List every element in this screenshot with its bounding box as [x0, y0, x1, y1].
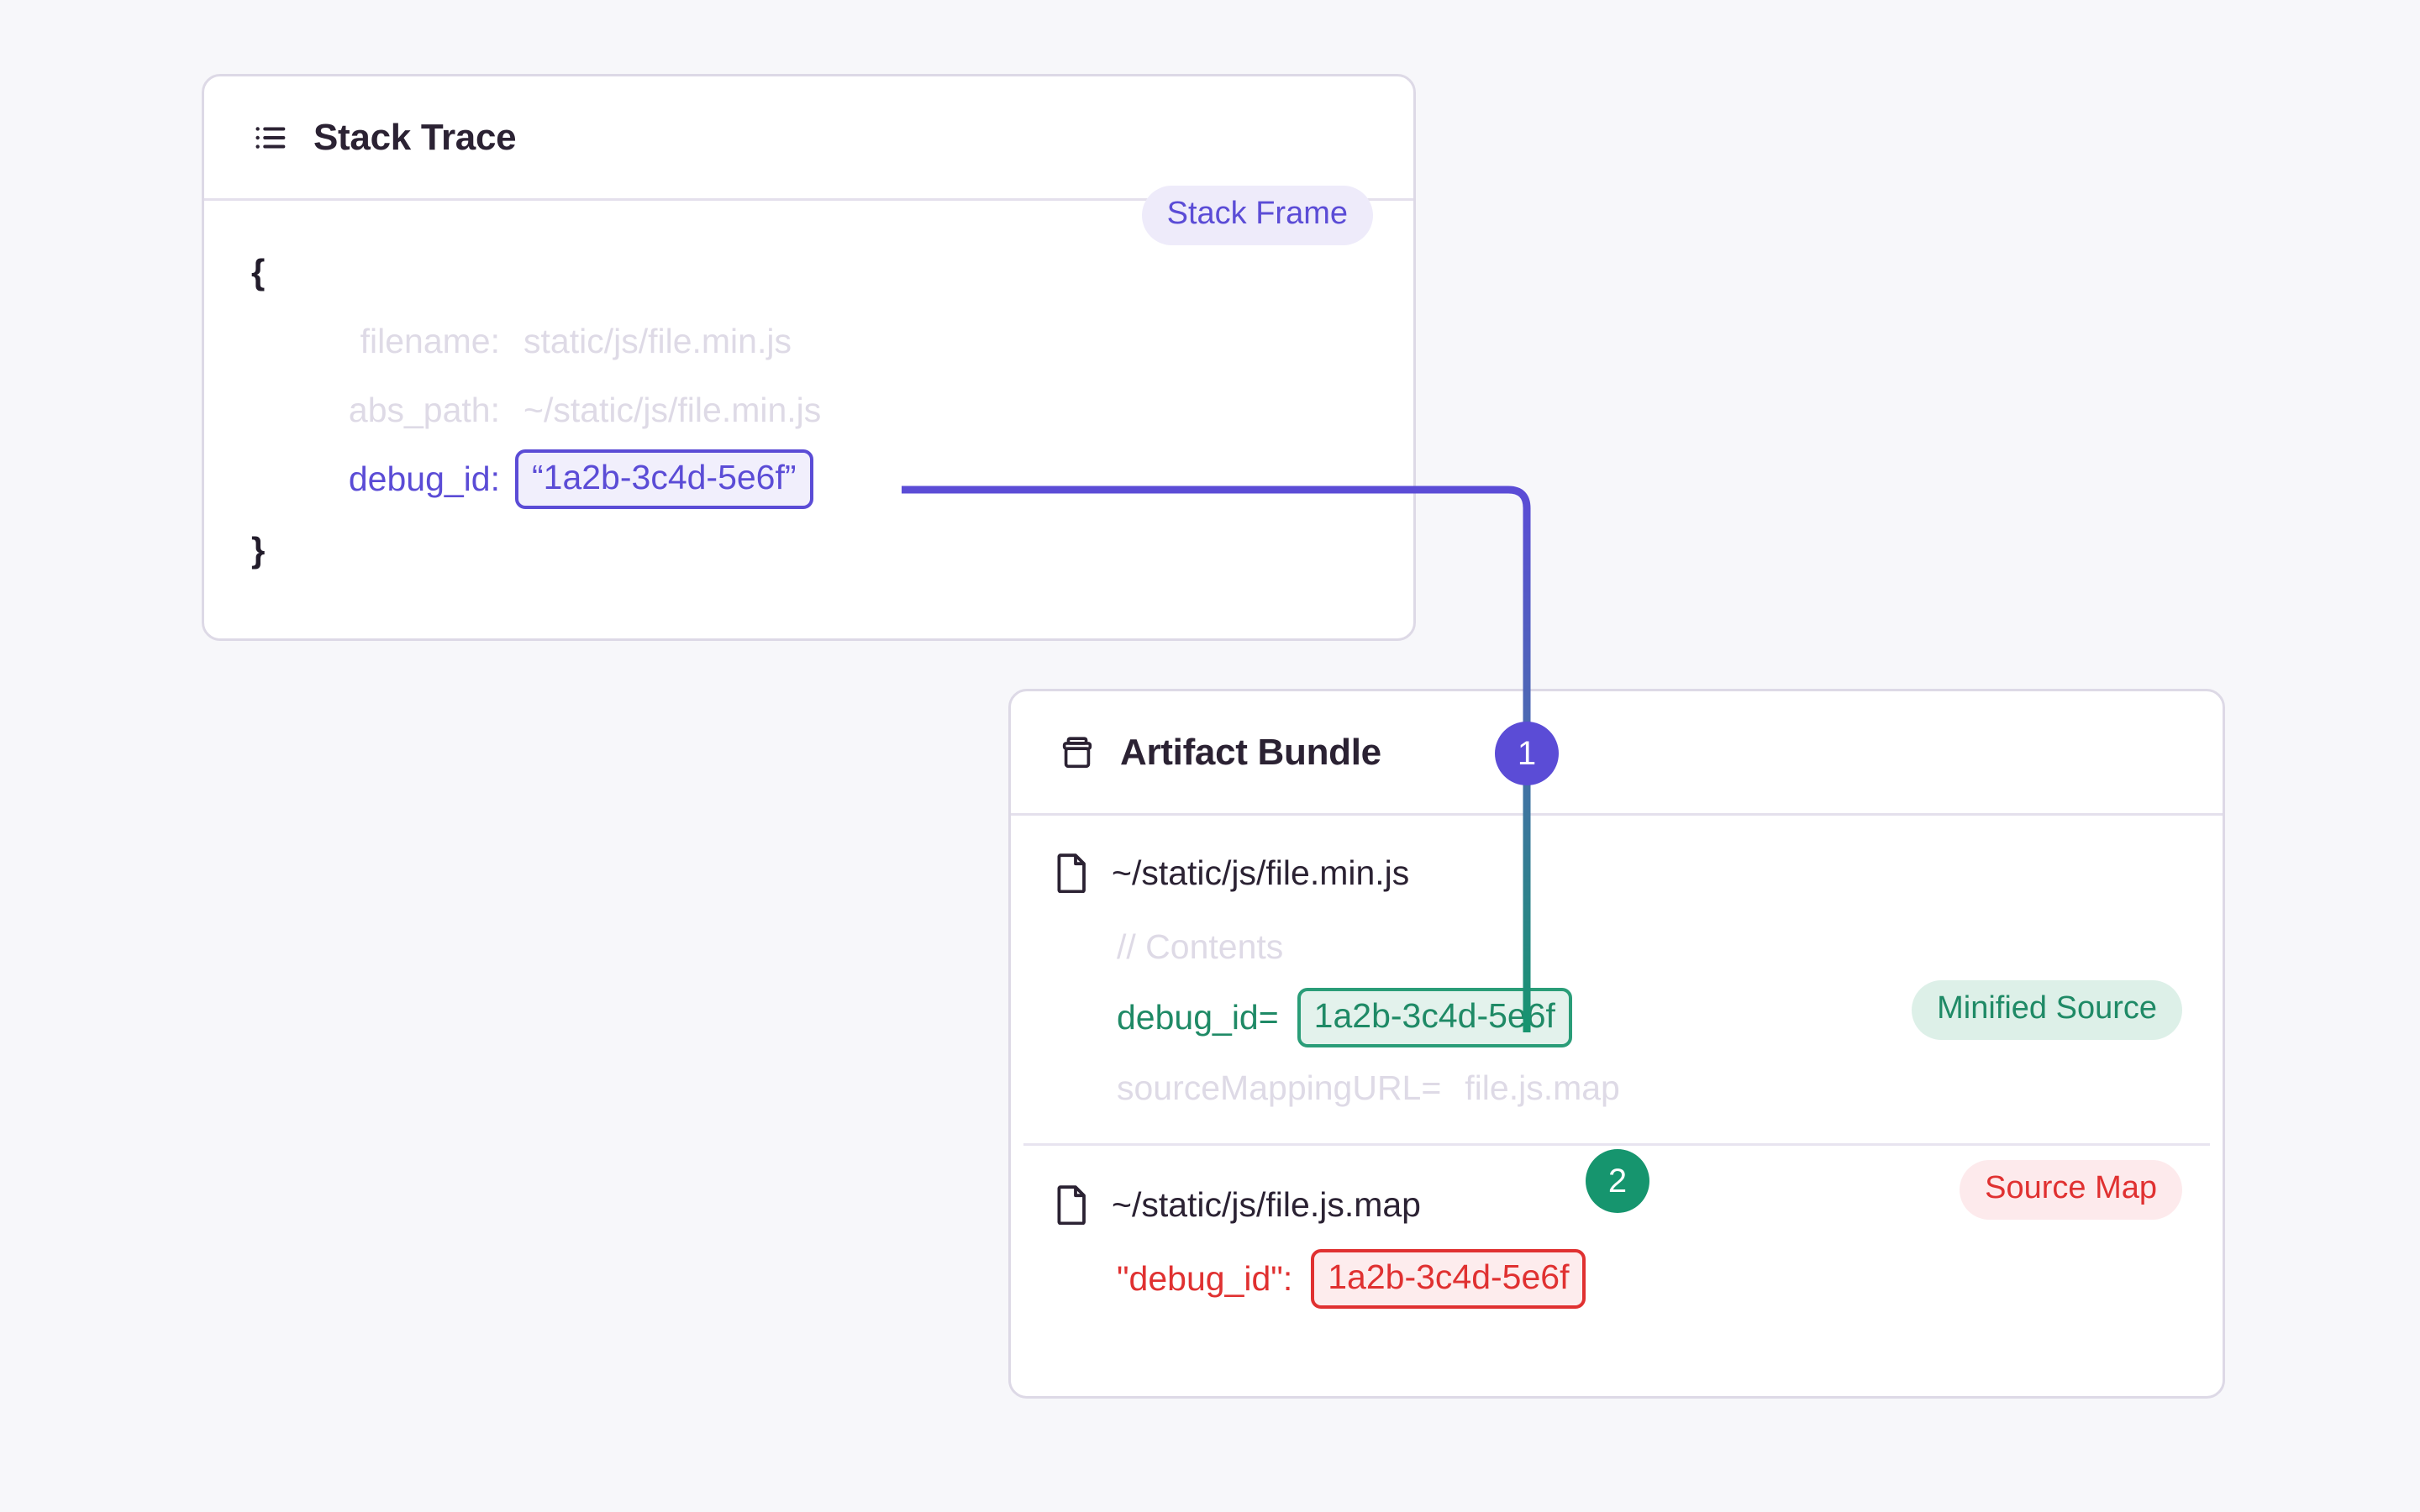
field-filename-value: static/js/file.min.js	[523, 321, 792, 360]
minified-sourcemappingurl-value: file.js.map	[1465, 1068, 1620, 1107]
step-badge-2-label: 2	[1607, 1162, 1628, 1200]
step-badge-2: 2	[1586, 1149, 1649, 1213]
minified-file-row: ~/static/js/file.min.js	[1011, 834, 2223, 911]
minified-file-name: ~/static/js/file.min.js	[1112, 853, 1410, 892]
minified-debug-id-chip[interactable]: 1a2b-3c4d-5e6f	[1297, 987, 1572, 1047]
field-filename-key: filename:	[360, 321, 500, 360]
sourcemap-debug-id-key: "debug_id":	[1117, 1258, 1293, 1298]
field-debug-id: debug_id: “1a2b-3c4d-5e6f”	[204, 444, 1413, 513]
minified-debug-id-key: debug_id=	[1117, 997, 1279, 1037]
source-map-section: ~/static/js/file.js.map "debug_id": 1a2b…	[1011, 1146, 2223, 1314]
bundle-icon	[1058, 733, 1097, 772]
source-map-badge: Source Map	[1960, 1160, 2182, 1220]
open-brace: {	[251, 252, 266, 291]
sourcemap-file-name: ~/static/js/file.js.map	[1112, 1184, 1421, 1224]
stacktrace-debug-id-chip[interactable]: “1a2b-3c4d-5e6f”	[515, 449, 813, 509]
field-filename: filename: static/js/file.min.js	[204, 307, 1413, 375]
field-abs-path: abs_path: ~/static/js/file.min.js	[204, 375, 1413, 444]
step-badge-1: 1	[1495, 722, 1559, 785]
field-abs-path-value: ~/static/js/file.min.js	[523, 390, 822, 429]
minified-contents-comment-text: // Contents	[1117, 927, 1284, 966]
minified-source-section: ~/static/js/file.min.js // Contents debu…	[1011, 816, 2223, 1146]
stack-trace-title: Stack Trace	[313, 116, 517, 158]
minified-sourcemappingurl-key: sourceMappingURL=	[1117, 1068, 1442, 1107]
sourcemap-file-row: ~/static/js/file.js.map	[1011, 1166, 2223, 1243]
minified-contents-comment: // Contents	[1011, 911, 2223, 982]
artifact-bundle-header: Artifact Bundle	[1011, 691, 2223, 816]
artifact-bundle-card: Artifact Bundle ~/static/js/file.min.js …	[1008, 689, 2225, 1399]
list-icon	[251, 118, 290, 157]
close-brace: }	[251, 530, 266, 570]
artifact-bundle-title: Artifact Bundle	[1120, 731, 1381, 773]
stack-trace-body: { filename: static/js/file.min.js abs_pa…	[204, 201, 1413, 587]
sourcemap-debug-id-chip[interactable]: 1a2b-3c4d-5e6f	[1311, 1248, 1586, 1309]
file-icon	[1055, 853, 1090, 893]
stack-trace-header: Stack Trace	[204, 76, 1413, 201]
file-icon	[1055, 1184, 1090, 1225]
field-abs-path-key: abs_path:	[348, 390, 500, 429]
stack-trace-card: Stack Trace { filename: static/js/file.m…	[202, 74, 1416, 641]
close-brace-line: }	[204, 513, 1413, 587]
step-badge-1-label: 1	[1517, 734, 1537, 772]
sourcemap-debug-id-line: "debug_id": 1a2b-3c4d-5e6f	[1011, 1243, 2223, 1314]
stack-frame-badge: Stack Frame	[1141, 186, 1373, 245]
open-brace-line: {	[204, 238, 1413, 307]
minified-source-badge: Minified Source	[1912, 980, 2182, 1040]
field-debug-id-key: debug_id:	[348, 459, 500, 498]
minified-sourcemappingurl-line: sourceMappingURL= file.js.map	[1011, 1053, 2223, 1123]
